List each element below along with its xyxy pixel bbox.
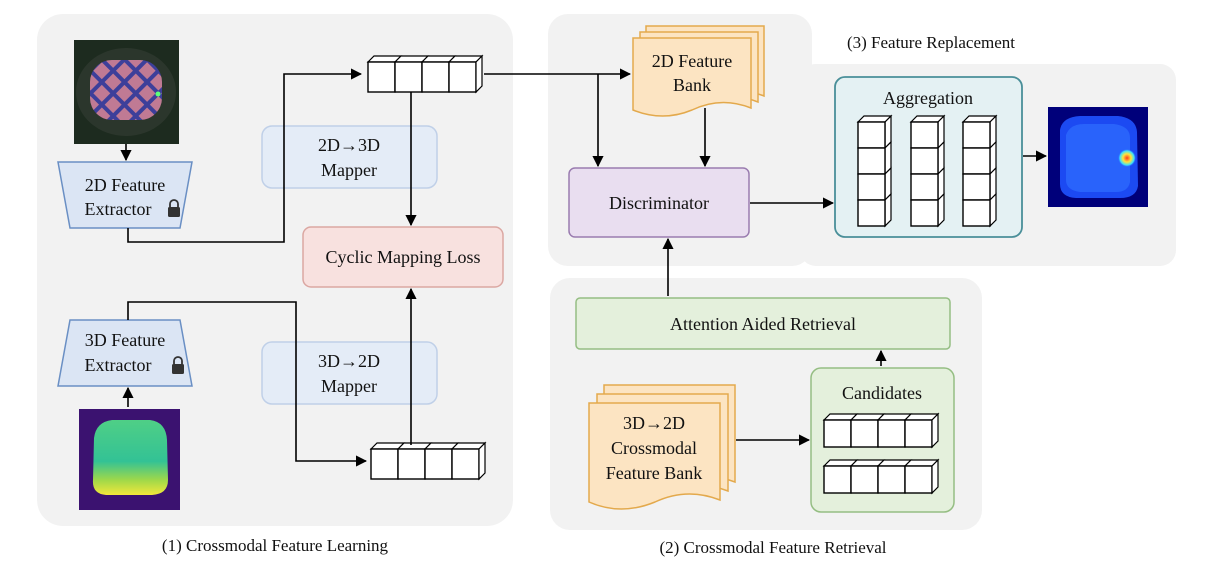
cyclic-loss-box <box>302 226 504 288</box>
mapper-3d2d-label-2: Mapper <box>321 376 377 396</box>
attention-retrieval-box <box>575 297 951 350</box>
aggregation-columns <box>856 114 998 228</box>
feature-cell-side <box>475 54 483 94</box>
lock-icon <box>172 356 184 374</box>
crossmodal-bank-label-3: Feature Bank <box>606 463 702 483</box>
feature-vector-top <box>366 54 484 94</box>
feature-cell <box>849 459 886 494</box>
extractor-2d-label-1: 2D Feature <box>85 175 165 195</box>
candidates-label: Candidates <box>842 383 922 403</box>
feature-cell <box>849 413 886 448</box>
feature-cell <box>962 140 997 176</box>
feature-cell <box>876 459 913 494</box>
feature-vector-bottom <box>369 441 487 481</box>
feature-bank-2d <box>632 25 765 117</box>
feature-cell <box>366 55 403 93</box>
extractor-3d-label-2: Extractor <box>85 355 152 375</box>
extractor-2d-shape <box>57 161 193 229</box>
feature-cell <box>962 192 997 228</box>
feature-cell <box>857 192 892 228</box>
caption-learning: (1) Crossmodal Feature Learning <box>162 536 389 555</box>
anomaly-map-image <box>1048 107 1148 207</box>
feature-cell <box>910 166 945 202</box>
feature-cell <box>450 442 487 480</box>
extractor-3d-label-1: 3D Feature <box>85 330 165 350</box>
discriminator-label: Discriminator <box>609 193 709 213</box>
crossmodal-bank <box>588 384 736 510</box>
discriminator-box <box>568 167 750 238</box>
caption-retrieval: (2) Crossmodal Feature Retrieval <box>659 538 886 557</box>
depth-input-image <box>79 409 180 510</box>
connectors-learning <box>120 68 417 467</box>
feature-cell <box>420 55 457 93</box>
crossmodal-bank-label-2: Crossmodal <box>611 438 697 458</box>
feature-cell <box>857 114 892 150</box>
feature-cell-side <box>478 441 486 481</box>
feature-cell <box>423 442 460 480</box>
cyclic-loss-label: Cyclic Mapping Loss <box>326 247 481 267</box>
crossmodal-bank-label-1: 3D→2D <box>623 413 685 433</box>
mapper-3d2d-box <box>261 341 438 405</box>
extractor-2d-label-2: Extractor <box>85 199 152 219</box>
feature-cell <box>857 140 892 176</box>
mapper-2d3d-label-2: Mapper <box>321 160 377 180</box>
mapper-3d2d-label-1: 3D→2D <box>318 351 380 371</box>
feature-cell <box>393 55 430 93</box>
connectors-right <box>484 68 1048 446</box>
aggregation-label: Aggregation <box>883 88 973 108</box>
feature-cell-side <box>931 412 939 449</box>
mapper-2d3d-box <box>261 125 438 189</box>
feature-cell-side <box>931 458 939 495</box>
mapper-2d3d-label-1: 2D→3D <box>318 135 380 155</box>
feature-cell <box>857 166 892 202</box>
candidate-vectors <box>822 412 940 495</box>
attention-retrieval-label: Attention Aided Retrieval <box>670 314 856 334</box>
rgb-input-image <box>74 40 179 144</box>
feature-cell <box>910 192 945 228</box>
feature-cell <box>903 459 940 494</box>
feature-bank-2d-label-2: Bank <box>673 75 711 95</box>
lock-icon <box>168 199 180 217</box>
caption-replacement: (3) Feature Replacement <box>847 33 1015 52</box>
feature-bank-2d-label-1: 2D Feature <box>652 51 732 71</box>
extractor-3d-shape <box>57 319 193 387</box>
feature-cell <box>910 140 945 176</box>
